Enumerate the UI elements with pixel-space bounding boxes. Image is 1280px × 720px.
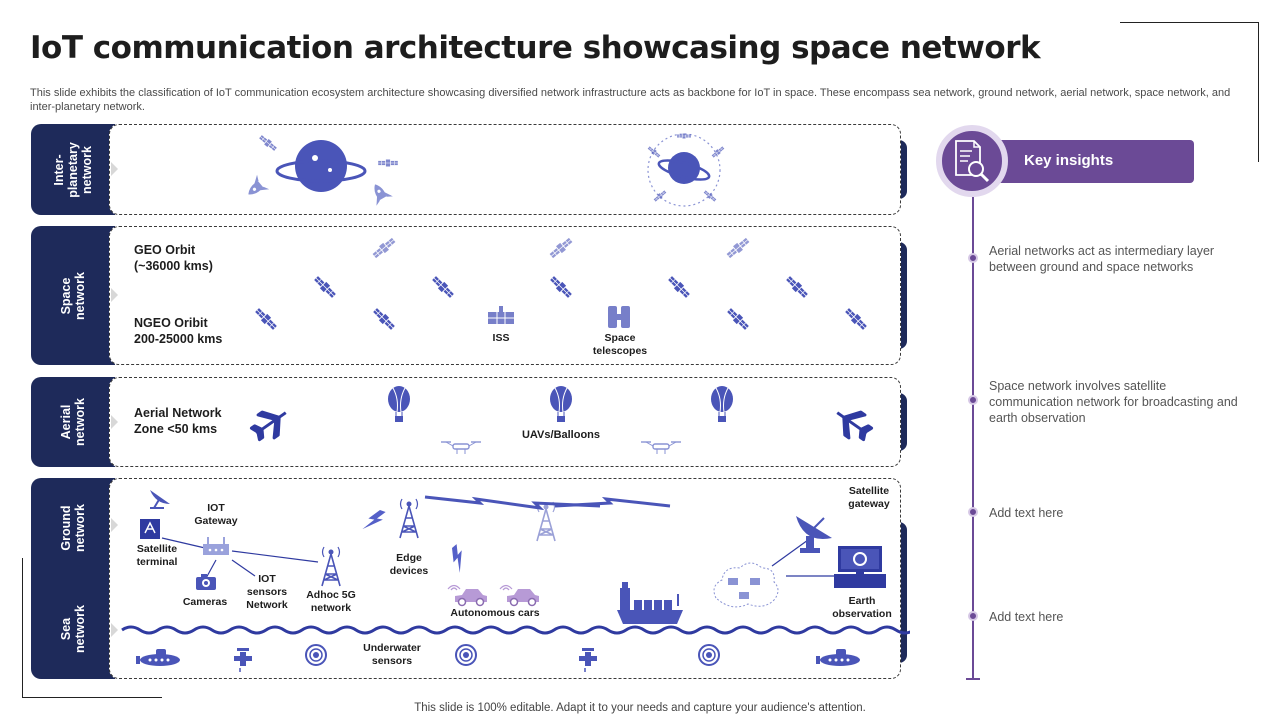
satellite-dish-icon (150, 490, 170, 509)
earth-observation-computer-icon (834, 546, 886, 588)
sensor-icon (698, 644, 720, 666)
autonomous-cars-label: Autonomous cars (450, 607, 540, 619)
space-telescopes-label: Space telescopes (592, 332, 648, 357)
insight-text-1: Aerial networks act as intermediary laye… (989, 244, 1215, 274)
underwater-sensors-label: Underwater sensors (363, 642, 421, 667)
insight-text-2: Space network involves satellite communi… (989, 379, 1238, 425)
satellite-terminal-label: Satellite terminal (136, 543, 178, 568)
insight-marker-3 (968, 507, 978, 517)
band-interplanetary: Inter- planetary network (31, 124, 907, 215)
corner-frame-top-right (1120, 22, 1259, 162)
interplanetary-illustration (242, 133, 726, 207)
sensor-icon (455, 644, 477, 666)
wave-line (121, 625, 910, 635)
edge-devices-label: Edge devices (389, 552, 429, 577)
key-insights-title: Key insights (1024, 152, 1114, 169)
camera-icon (196, 574, 216, 590)
iot-sensors-network-label: IOT sensors Network (246, 573, 288, 611)
ngeo-orbit-label: NGEO Oribit 200-25000 kms (134, 316, 223, 346)
timeline-end (966, 678, 980, 680)
autonomous-car-icon (499, 584, 540, 607)
satellite-gateway-dish-icon (796, 516, 832, 553)
aerial-zone-label: Aerial Network Zone <50 kms (134, 406, 222, 436)
iot-gateway-label: IOT Gateway (194, 502, 238, 527)
valve-icon (578, 647, 598, 673)
iss-label: ISS (492, 332, 510, 344)
satellite-terminal-icon (140, 519, 160, 539)
insight-text-3: Add text here (989, 506, 1064, 520)
cameras-label: Cameras (182, 596, 228, 608)
key-insights-header: Key insights (935, 125, 1195, 197)
submarine-icon (816, 649, 860, 666)
document-magnifier-icon (955, 140, 990, 183)
geo-orbit-label: GEO Orbit (~36000 kms) (134, 243, 213, 273)
lightning-icon (444, 544, 473, 573)
insight-marker-2 (968, 395, 978, 405)
planet-orbit-icon (646, 133, 726, 207)
insight-marker-1 (968, 253, 978, 263)
insight-marker-4 (968, 611, 978, 621)
corner-frame-bottom-left (22, 558, 162, 698)
footer-note: This slide is 100% editable. Adapt it to… (414, 702, 866, 714)
planet-ringed-icon (275, 140, 367, 192)
ground-illustration (121, 490, 910, 673)
iot-gateway-icon (203, 537, 229, 555)
space-telescope-icon (608, 306, 630, 328)
band-aerial: Aerial network (31, 377, 907, 467)
satellite-gateway-label: Satellite gateway (848, 485, 890, 510)
lightning-icon (362, 506, 386, 535)
valve-icon (233, 647, 253, 673)
autonomous-car-icon (447, 584, 488, 607)
space-satellites (253, 236, 869, 332)
earth-observation-label: Earth observation (832, 595, 892, 620)
submarine-icon (136, 649, 180, 666)
edge-device-tower-icon (399, 498, 419, 539)
lightning-beam-icon (424, 495, 671, 511)
page-title: IoT communication architecture showcasin… (30, 30, 1041, 66)
iss-icon (488, 306, 514, 324)
timeline-line (972, 197, 974, 679)
adhoc-5g-network-label: Adhoc 5G network (306, 589, 356, 614)
cloud-icon (713, 562, 779, 608)
uavs-balloons-label: UAVs/Balloons (521, 429, 601, 441)
insight-text-4: Add text here (989, 610, 1064, 624)
page-subtitle: This slide exhibits the classification o… (30, 87, 1231, 113)
sensor-icon (305, 644, 327, 666)
adhoc-5g-tower-icon (321, 546, 341, 587)
band-space: Space network (31, 226, 907, 365)
ship-icon (617, 582, 683, 624)
